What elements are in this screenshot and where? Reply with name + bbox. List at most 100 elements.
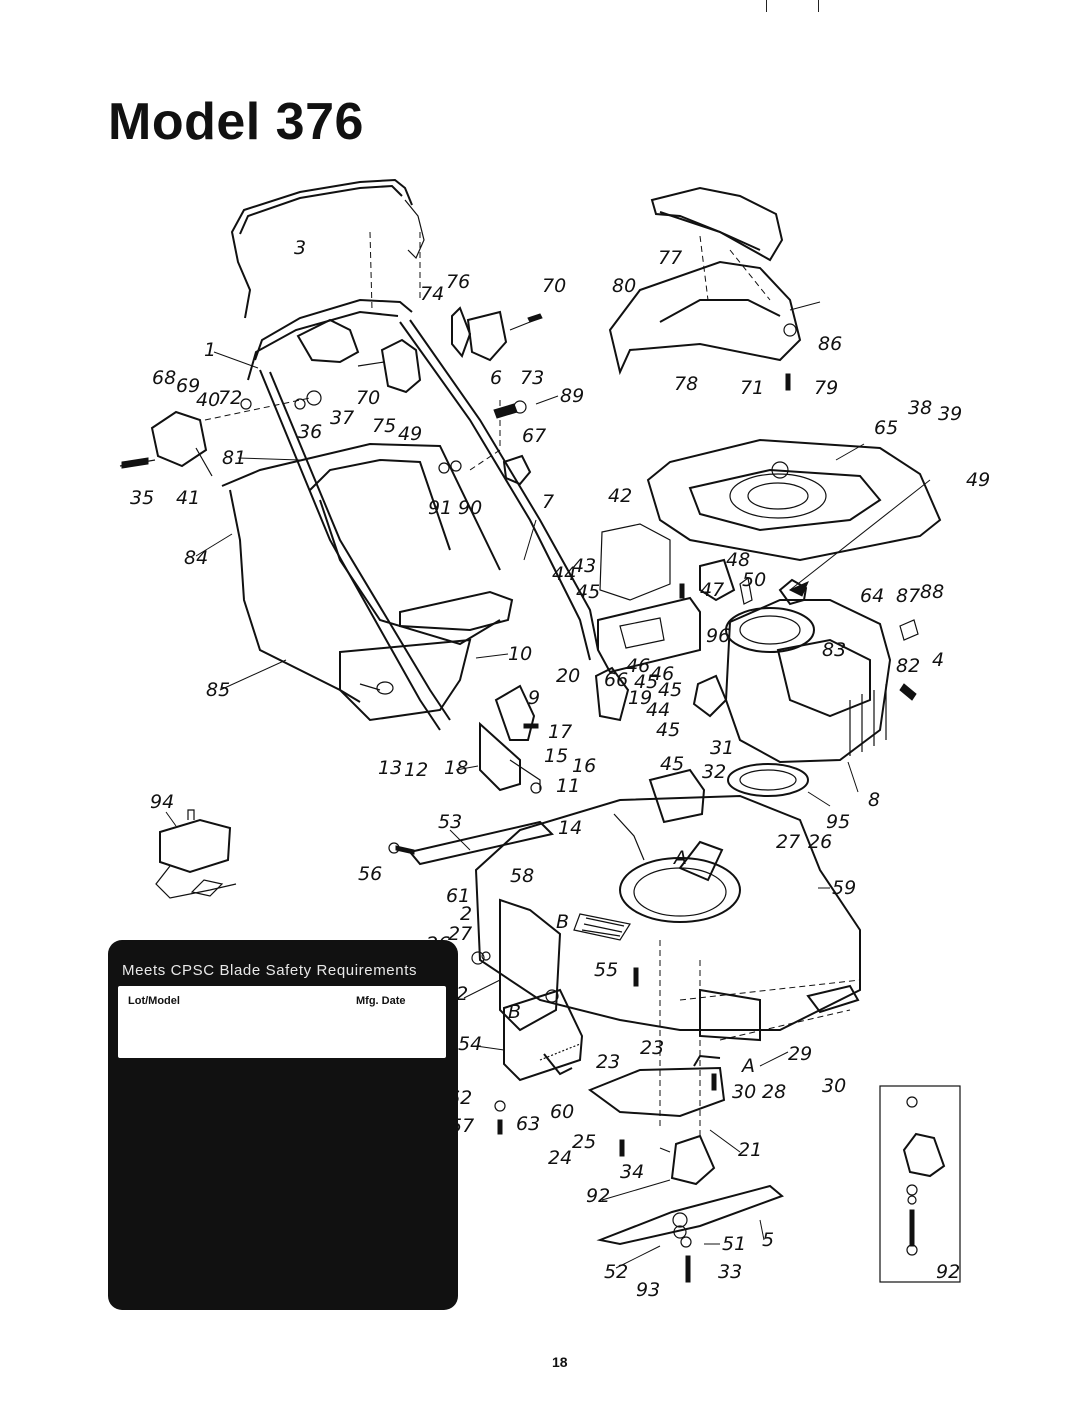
callout-33: 33 (718, 1261, 742, 1283)
callout-27-left: 27 (448, 923, 472, 945)
callout-19: 19 (628, 687, 652, 709)
callout-73: 73 (520, 367, 544, 389)
callout-67: 67 (522, 425, 546, 447)
callout-17: 17 (548, 721, 572, 743)
callout-95: 95 (826, 811, 850, 833)
inset-detail (879, 1085, 961, 1283)
callout-45-low: 45 (656, 719, 680, 741)
callout-86: 86 (818, 333, 842, 355)
callout-36: 36 (298, 421, 322, 443)
callout-93: 93 (636, 1279, 660, 1301)
callout-66: 66 (604, 669, 628, 691)
callout-20: 20 (556, 665, 580, 687)
callout-85: 85 (206, 679, 230, 701)
callout-71: 71 (740, 377, 764, 399)
callout-80: 80 (612, 275, 636, 297)
callout-1: 1 (204, 339, 216, 361)
callout-92-inset: 92 (936, 1261, 960, 1283)
callout-10: 10 (508, 643, 532, 665)
callout-41: 41 (176, 487, 200, 509)
callout-labels: 3 1 68 69 40 72 35 41 81 36 37 70 75 49 … (130, 237, 990, 1301)
callout-45-mid: 45 (658, 679, 682, 701)
callout-94: 94 (150, 791, 174, 813)
callout-50: 50 (742, 569, 766, 591)
page-number: 18 (552, 1354, 568, 1370)
callout-77: 77 (658, 247, 682, 269)
callout-64: 64 (860, 585, 884, 607)
leader-lines (165, 351, 865, 1269)
callout-45-top: 45 (576, 581, 600, 603)
lower-handle (247, 298, 599, 731)
callout-49-left: 49 (398, 423, 422, 445)
safety-label-heading: Meets CPSC Blade Safety Requirements (122, 962, 418, 979)
callout-45-bottom: 45 (660, 753, 684, 775)
callout-63: 63 (516, 1113, 540, 1135)
side-bracket (388, 820, 639, 1135)
callout-52: 52 (604, 1261, 628, 1283)
callout-44-top: 44 (552, 563, 576, 585)
callout-34: 34 (620, 1161, 644, 1183)
callout-79: 79 (814, 377, 838, 399)
callout-39: 39 (938, 403, 962, 425)
callout-70-right: 70 (542, 275, 566, 297)
callout-15: 15 (544, 745, 568, 767)
callout-26-right: 26 (808, 831, 832, 853)
safety-label-plate: Meets CPSC Blade Safety Requirements Lot… (108, 940, 458, 1310)
callout-45-left: 45 (634, 671, 658, 693)
callout-49-right: 49 (966, 469, 990, 491)
callout-74: 74 (420, 283, 444, 305)
blade-assembly (587, 940, 784, 1283)
callout-43: 43 (572, 555, 596, 577)
callout-40: 40 (196, 389, 220, 411)
callout-48: 48 (726, 549, 750, 571)
grass-bag (221, 442, 514, 722)
callout-A-top: A (672, 847, 687, 869)
callout-14: 14 (558, 817, 582, 839)
callout-13: 13 (378, 757, 402, 779)
callout-30-right: 30 (822, 1075, 846, 1097)
callout-83: 83 (822, 639, 846, 661)
callout-60: 60 (550, 1101, 574, 1123)
callout-23-right: 23 (640, 1037, 664, 1059)
callout-11: 11 (556, 775, 580, 797)
callout-28: 28 (762, 1081, 786, 1103)
callout-32: 32 (702, 761, 726, 783)
callout-58: 58 (510, 865, 534, 887)
mfg-date-label: Mfg. Date (356, 995, 406, 1007)
callout-54: 54 (458, 1033, 482, 1055)
callout-B-bottom: B (508, 1001, 521, 1023)
callout-70-left: 70 (356, 387, 380, 409)
callout-47: 47 (700, 579, 724, 601)
callout-51: 51 (722, 1233, 746, 1255)
page-title: Model 376 (108, 93, 364, 151)
engine-cover (608, 186, 821, 391)
callout-46-right: 46 (650, 663, 674, 685)
callout-69: 69 (176, 375, 200, 397)
lot-model-panel: Lot/Model Mfg. Date (118, 986, 446, 1058)
callout-90: 90 (458, 497, 482, 519)
callout-23-left: 23 (596, 1051, 620, 1073)
callout-B-top: B (556, 911, 569, 933)
control-box (119, 397, 311, 477)
callout-59: 59 (832, 877, 856, 899)
upper-handle (230, 178, 425, 319)
air-cleaner-cover (599, 438, 942, 601)
callout-7: 7 (542, 491, 554, 513)
callout-68: 68 (152, 367, 176, 389)
callout-25: 25 (572, 1131, 596, 1153)
callout-35: 35 (130, 487, 154, 509)
callout-55: 55 (594, 959, 618, 981)
registration-tick-right (818, 0, 819, 12)
callout-16: 16 (572, 755, 596, 777)
callout-3: 3 (294, 237, 306, 259)
registration-tick-left (766, 0, 767, 12)
callout-76: 76 (446, 271, 470, 293)
callout-30-left: 30 (732, 1081, 756, 1103)
engine-block (692, 479, 931, 797)
callout-8: 8 (868, 789, 880, 811)
callout-37: 37 (330, 407, 354, 429)
callout-91: 91 (428, 497, 452, 519)
callout-27-right: 27 (776, 831, 800, 853)
callout-2: 2 (460, 903, 472, 925)
